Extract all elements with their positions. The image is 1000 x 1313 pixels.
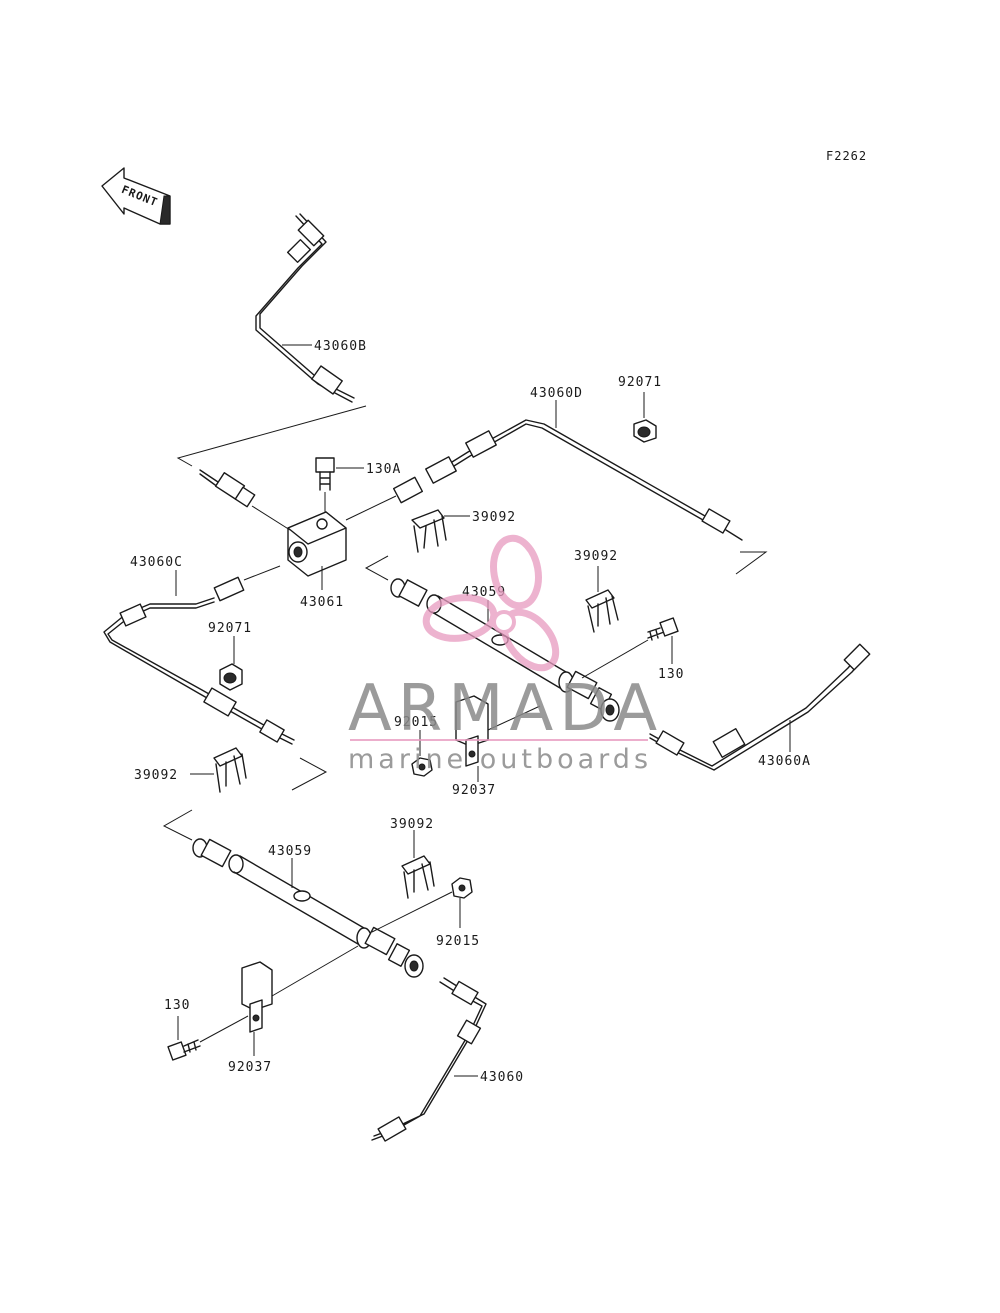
label-43060D: 43060D [530, 386, 583, 401]
label-130-lower: 130 [164, 998, 190, 1013]
watermark-brand: ARMADA [348, 672, 663, 746]
brake-line-43060 [371, 977, 487, 1142]
label-92015-lower: 92015 [436, 934, 480, 949]
junction-block-43061 [287, 511, 347, 577]
armada-logo-icon [422, 534, 560, 672]
grommet-92071-top [633, 419, 657, 443]
clip-39092-d [401, 855, 435, 899]
front-arrow-icon: FRONT [101, 167, 171, 225]
label-92015-upper: 92015 [394, 715, 438, 730]
grommet-92071-left [219, 663, 243, 691]
bolt-130-lower [167, 1015, 249, 1061]
bracket-92037-upper [455, 695, 541, 767]
bolt-130A [315, 457, 335, 512]
label-43061: 43061 [300, 595, 344, 610]
brake-line-43060C [103, 565, 295, 745]
label-92037-upper: 92037 [452, 783, 496, 798]
label-39092-a: 39092 [472, 510, 516, 525]
fitting-43061-top-left [199, 469, 291, 531]
label-39092-d: 39092 [390, 817, 434, 832]
label-43060: 43060 [480, 1070, 524, 1085]
brake-line-43060A [649, 643, 871, 771]
diagram-code: F2262 [826, 149, 867, 163]
label-43060A: 43060A [758, 754, 811, 769]
brake-line-43060B [255, 213, 355, 403]
label-92071-left: 92071 [208, 621, 252, 636]
nut-92015-lower [371, 877, 473, 933]
label-130-right: 130 [658, 667, 684, 682]
bracket-92037-lower [241, 945, 359, 1033]
clip-39092-b [585, 589, 619, 633]
label-39092-b: 39092 [574, 549, 618, 564]
label-43060B: 43060B [314, 339, 367, 354]
clip-39092-c [213, 747, 247, 793]
bolt-130-right [581, 617, 679, 679]
clip-39092-a [411, 509, 447, 553]
label-92071-top: 92071 [618, 375, 662, 390]
label-43060C: 43060C [130, 555, 183, 570]
nut-92015-upper [411, 757, 433, 777]
label-130A: 130A [366, 462, 401, 477]
watermark-tagline: marine outboards [348, 744, 652, 775]
label-39092-c: 39092 [134, 768, 178, 783]
brake-hose-43059-lower [192, 838, 424, 978]
brake-line-43060D [345, 419, 743, 541]
label-92037-lower: 92037 [228, 1060, 272, 1075]
label-43059-lower: 43059 [268, 844, 312, 859]
